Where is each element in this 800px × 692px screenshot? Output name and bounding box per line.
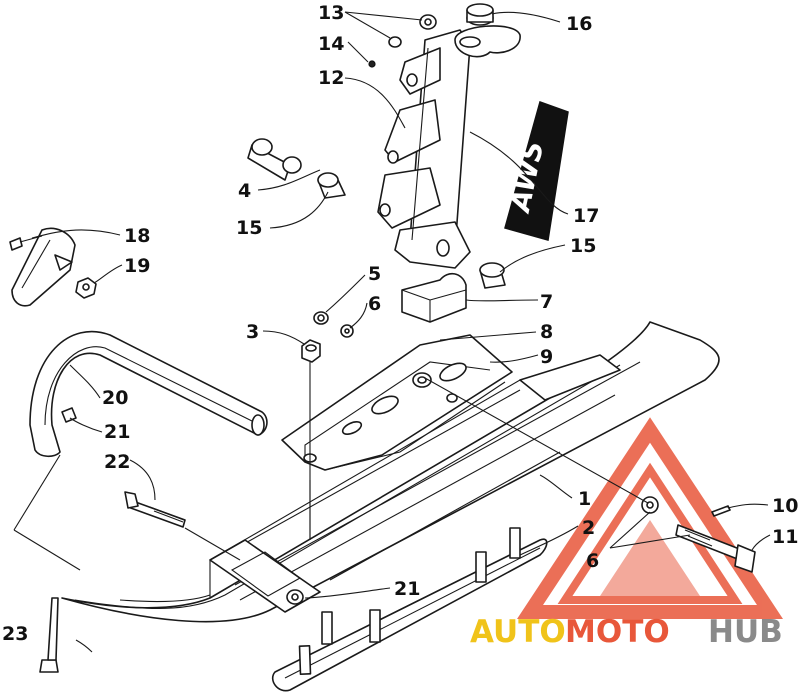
- callout-1: 1: [578, 488, 591, 510]
- wear-bar: [271, 527, 548, 692]
- callout-21a: 21: [104, 421, 130, 443]
- callout-6b: 6: [586, 550, 599, 572]
- callout-21b: 21: [394, 578, 420, 600]
- callout-23: 23: [2, 623, 28, 645]
- spindle-cap-16: [454, 3, 521, 58]
- bolt-22: [124, 491, 186, 528]
- saddle-plate-8: [281, 334, 513, 471]
- bushing-4: [247, 138, 302, 181]
- nut-19: [75, 277, 97, 299]
- washer-6b: [641, 496, 659, 514]
- nut-3: [301, 339, 321, 363]
- callout-12: 12: [318, 67, 344, 89]
- leader-lines: [13, 11, 771, 653]
- nut-5: [313, 311, 329, 325]
- watermark-auto: AUTO: [470, 614, 566, 650]
- washer-13: [368, 14, 437, 68]
- ski-handle-20: [29, 330, 268, 458]
- callout-15b: 15: [570, 235, 596, 257]
- callout-6a: 6: [368, 293, 381, 315]
- callout-20: 20: [102, 387, 128, 409]
- watermark-text: AUTO MOTO HUB: [470, 614, 783, 650]
- cotter-pin-10: [711, 505, 731, 517]
- ski-saddle-7: [401, 272, 467, 323]
- callout-4: 4: [238, 180, 251, 202]
- watermark-hub: HUB: [708, 614, 783, 650]
- spindle: [377, 29, 471, 269]
- ski-bumper-18: [11, 227, 76, 307]
- bolt-11: [675, 524, 756, 573]
- callout-22: 22: [104, 451, 130, 473]
- callout-15a: 15: [236, 217, 262, 239]
- callout-2: 2: [582, 517, 595, 539]
- bolt-23: [39, 597, 59, 673]
- watermark-moto: MOTO: [565, 614, 670, 650]
- callout-9: 9: [540, 346, 553, 368]
- bushing-15b: [479, 262, 506, 289]
- screw-18: [9, 235, 43, 251]
- aws-decal: AWS: [503, 101, 569, 241]
- bushing-15a: [317, 172, 346, 199]
- callout-5: 5: [368, 263, 381, 285]
- callout-8: 8: [540, 321, 553, 343]
- callout-17: 17: [573, 205, 599, 227]
- callout-labels: 13 14 12 16 4 15 17 15 18 19 5 6 7 3 8 9…: [2, 2, 798, 645]
- callout-18: 18: [124, 225, 150, 247]
- callout-19: 19: [124, 255, 150, 277]
- callout-11: 11: [772, 526, 798, 548]
- callout-10: 10: [772, 495, 798, 517]
- callout-16: 16: [566, 13, 592, 35]
- callout-13: 13: [318, 2, 344, 24]
- callout-14: 14: [318, 33, 344, 55]
- callout-3: 3: [246, 321, 259, 343]
- bolt-21a: [61, 407, 77, 423]
- callout-7: 7: [540, 291, 553, 313]
- nut-21b: [286, 589, 304, 605]
